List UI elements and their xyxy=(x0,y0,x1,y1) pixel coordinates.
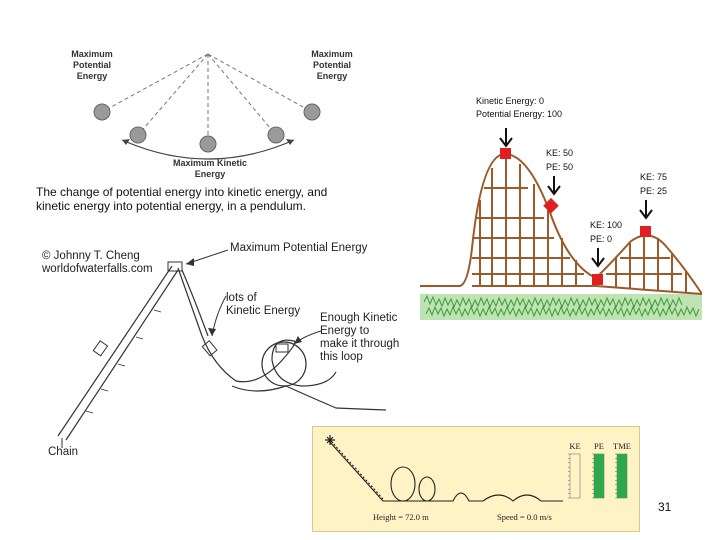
simulation-track xyxy=(328,440,563,502)
top-ke-label: Kinetic Energy: 0 xyxy=(476,96,544,106)
enough-ke-line1: Enough Kinetic xyxy=(320,312,398,324)
max-pe-callout: Maximum Potential Energy xyxy=(230,242,368,254)
pendulum-caption-line1: The change of potential energy into kine… xyxy=(36,185,328,199)
coaster-car-loop xyxy=(275,343,289,353)
bar-label-pe: PE xyxy=(594,441,604,451)
chain-label: Chain xyxy=(48,446,79,458)
right-ke-label: KE: 75 xyxy=(640,172,667,182)
coaster-car-lift xyxy=(92,340,109,357)
enough-ke-line2: Energy to xyxy=(320,325,370,337)
top-pe-label: Potential Energy: 100 xyxy=(476,109,562,119)
coaster-energy-figure: Kinetic Energy: 0 Potential Energy: 100 … xyxy=(420,96,703,320)
mid-ke-label: KE: 50 xyxy=(546,148,573,158)
right-pe-label: PE: 25 xyxy=(640,186,667,196)
pendulum-bob-left xyxy=(93,103,111,121)
max-ke-label-2: Energy xyxy=(195,169,226,179)
simulation-panel: KE PE TME Height = 72.0 m Speed = 0.0 m/… xyxy=(312,426,640,532)
height-readout: Height = 72.0 m xyxy=(373,512,429,522)
max-pe-label-right-1: Maximum xyxy=(311,49,353,59)
bar-fill-pe xyxy=(594,454,604,498)
gravity-arrows xyxy=(499,128,653,268)
max-pe-label-left-1: Maximum xyxy=(71,49,113,59)
coaster-car-drop xyxy=(201,340,218,357)
simulation-car xyxy=(325,435,335,445)
grass-strip xyxy=(420,294,702,320)
pendulum-caption-line2: kinetic energy into potential energy, in… xyxy=(36,199,306,213)
coaster-sketch-drawing xyxy=(57,249,387,448)
bar-label-ke: KE xyxy=(569,441,580,451)
copyright-line1: © Johnny T. Cheng xyxy=(42,250,140,262)
lots-ke-line1: lots of xyxy=(226,292,257,304)
pendulum-diagram: Maximum Potential Energy Maximum Potenti… xyxy=(30,40,390,215)
pendulum-figure: Maximum Potential Energy Maximum Potenti… xyxy=(71,49,353,179)
coaster-track xyxy=(420,152,703,295)
simulation-figure: KE PE TME Height = 72.0 m Speed = 0.0 m/… xyxy=(325,435,631,522)
mid-pe-label: PE: 50 xyxy=(546,162,573,172)
enough-ke-line4: this loop xyxy=(320,351,363,363)
bar-fill-tme xyxy=(617,454,627,498)
page-number: 31 xyxy=(658,500,672,514)
enough-ke-line3: make it through xyxy=(320,338,400,350)
max-pe-label-right-2: Potential xyxy=(313,60,351,70)
bar-label-tme: TME xyxy=(613,441,631,451)
bottom-ke-label: KE: 100 xyxy=(590,220,622,230)
bottom-pe-label: PE: 0 xyxy=(590,234,612,244)
coaster-car-top xyxy=(500,148,511,159)
max-pe-label-right-3: Energy xyxy=(317,71,348,81)
max-ke-label-1: Maximum Kinetic xyxy=(173,158,247,168)
coaster-sketch: © Johnny T. Cheng worldofwaterfalls.com … xyxy=(36,236,408,466)
coaster-car-top xyxy=(167,261,183,272)
pendulum-bob xyxy=(129,126,147,144)
pendulum-bob-bottom xyxy=(199,135,217,153)
coaster-energy-diagram: Kinetic Energy: 0 Potential Energy: 100 … xyxy=(420,88,703,328)
bar-outline-ke xyxy=(569,453,581,499)
swing-arc xyxy=(121,139,295,160)
lots-ke-line2: Kinetic Energy xyxy=(226,305,301,317)
copyright-line2: worldofwaterfalls.com xyxy=(42,263,153,275)
coaster-car-right xyxy=(640,226,651,237)
speed-readout: Speed = 0.0 m/s xyxy=(497,512,552,522)
pendulum-bob-right xyxy=(303,103,321,121)
coaster-car-bottom xyxy=(592,274,603,285)
max-pe-label-left-2: Potential xyxy=(73,60,111,70)
pendulum-bob xyxy=(267,126,285,144)
max-pe-label-left-3: Energy xyxy=(77,71,108,81)
